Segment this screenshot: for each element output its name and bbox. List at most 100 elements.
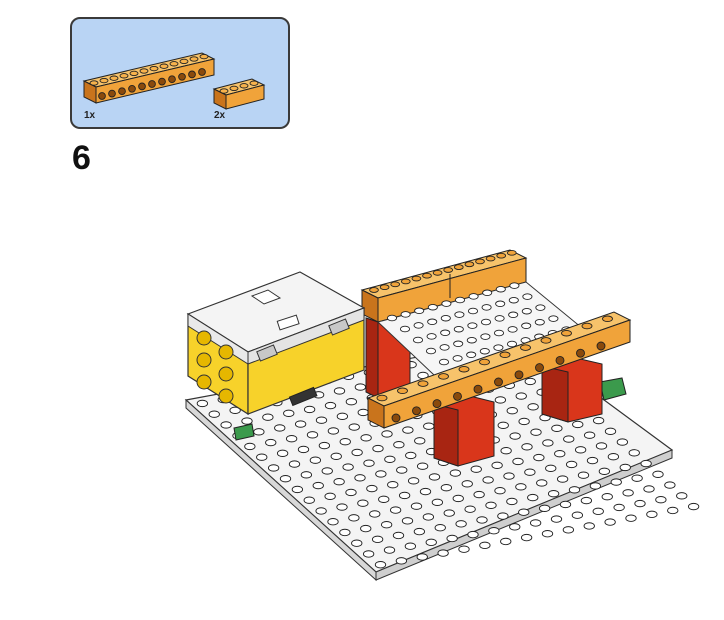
stud bbox=[458, 365, 470, 373]
stud bbox=[554, 450, 566, 458]
stud bbox=[529, 519, 542, 527]
stud bbox=[494, 315, 505, 322]
stud bbox=[508, 296, 519, 304]
stud bbox=[425, 538, 437, 546]
stud bbox=[540, 337, 552, 344]
stud bbox=[318, 441, 331, 450]
stud bbox=[536, 479, 548, 487]
stud bbox=[509, 523, 521, 531]
stud bbox=[453, 340, 464, 348]
stud bbox=[345, 488, 357, 497]
stud bbox=[89, 80, 99, 86]
stud bbox=[386, 314, 398, 322]
stud bbox=[527, 403, 539, 411]
hub-button bbox=[250, 289, 282, 305]
stud bbox=[401, 517, 414, 525]
stud bbox=[613, 503, 625, 512]
stud bbox=[545, 464, 557, 472]
stud bbox=[622, 489, 634, 497]
stud bbox=[149, 65, 159, 72]
stud bbox=[494, 487, 506, 495]
stud bbox=[518, 508, 530, 516]
stud bbox=[414, 307, 425, 315]
stud bbox=[119, 73, 129, 79]
stud bbox=[427, 318, 438, 326]
stud bbox=[480, 318, 492, 326]
stud bbox=[393, 441, 405, 449]
pin-hole bbox=[108, 89, 116, 98]
stud bbox=[454, 311, 465, 318]
stud bbox=[440, 329, 451, 337]
stud bbox=[398, 491, 411, 500]
stud bbox=[339, 528, 351, 537]
stud bbox=[99, 77, 109, 84]
quantity-label-brick: 2x bbox=[214, 110, 226, 121]
stud bbox=[196, 399, 209, 408]
stud bbox=[434, 524, 446, 532]
stud bbox=[425, 347, 437, 355]
stud bbox=[426, 333, 437, 340]
stud bbox=[405, 451, 417, 460]
stud bbox=[351, 539, 363, 547]
stud bbox=[383, 546, 396, 554]
stud bbox=[559, 500, 572, 509]
stud bbox=[565, 460, 578, 469]
stud bbox=[379, 284, 390, 290]
step-number: 6 bbox=[72, 139, 91, 177]
stud bbox=[208, 410, 220, 418]
stud bbox=[437, 549, 449, 557]
stud bbox=[438, 358, 450, 366]
stud bbox=[109, 75, 119, 81]
stud bbox=[321, 467, 333, 475]
stud bbox=[491, 461, 503, 469]
stud bbox=[466, 336, 477, 344]
pin-hole bbox=[148, 80, 156, 88]
stud bbox=[586, 456, 599, 465]
stud bbox=[561, 329, 572, 337]
stud bbox=[503, 472, 515, 480]
stud bbox=[354, 383, 367, 391]
stud bbox=[369, 287, 379, 293]
stud bbox=[399, 325, 411, 333]
stud bbox=[432, 269, 443, 276]
stud bbox=[515, 392, 527, 400]
stud bbox=[572, 420, 584, 429]
stud bbox=[315, 507, 327, 515]
stud bbox=[508, 311, 519, 319]
stud bbox=[538, 504, 551, 512]
stud bbox=[446, 534, 458, 543]
pin-hole bbox=[391, 413, 401, 423]
stud bbox=[372, 444, 384, 453]
stud bbox=[475, 258, 485, 265]
stud bbox=[413, 322, 424, 329]
pin-hole bbox=[198, 68, 206, 76]
stud bbox=[265, 438, 277, 447]
stud bbox=[440, 314, 451, 322]
stud bbox=[500, 537, 512, 546]
stud bbox=[458, 545, 470, 553]
stud bbox=[419, 487, 432, 496]
stud bbox=[535, 304, 546, 311]
stud bbox=[404, 542, 417, 550]
stud bbox=[527, 493, 539, 502]
stud bbox=[342, 463, 354, 471]
stud bbox=[640, 459, 652, 468]
stud bbox=[506, 407, 518, 415]
stud bbox=[464, 261, 475, 268]
stud bbox=[664, 481, 676, 489]
stud bbox=[441, 300, 452, 307]
stud bbox=[241, 417, 253, 425]
stud bbox=[515, 483, 527, 491]
stud bbox=[521, 443, 533, 451]
stud bbox=[454, 296, 466, 304]
parts-list-panel: 1x 2x bbox=[70, 17, 290, 129]
stud bbox=[189, 56, 199, 62]
stud bbox=[520, 344, 531, 351]
stud bbox=[312, 481, 324, 490]
stud bbox=[427, 303, 438, 311]
stud bbox=[438, 373, 449, 380]
stud bbox=[652, 470, 664, 478]
red-support-front-left bbox=[433, 395, 495, 467]
stud bbox=[494, 396, 507, 404]
stud bbox=[473, 490, 485, 499]
